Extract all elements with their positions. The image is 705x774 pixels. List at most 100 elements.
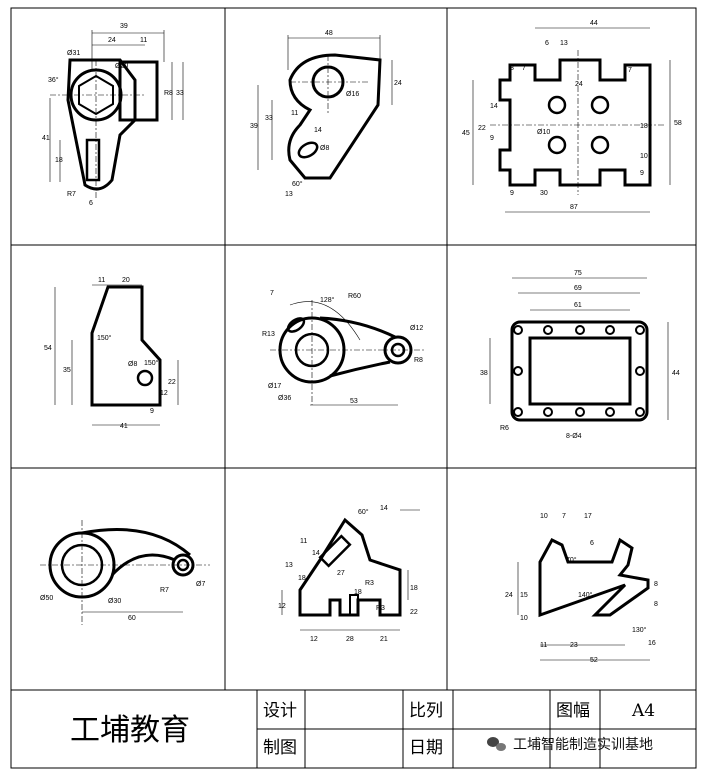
dim-label: 18	[354, 589, 362, 596]
dim-label: 12	[160, 390, 168, 397]
sheet-size-value: A4	[631, 701, 655, 721]
dim-label: 75	[574, 270, 582, 277]
sheet-size-label: 图幅	[556, 701, 590, 721]
dim-label: 18	[640, 123, 648, 130]
dim-label: 54	[44, 345, 52, 352]
dim-label: 11	[300, 538, 307, 545]
dim-label: 7	[628, 67, 632, 74]
draw-label: 制图	[263, 738, 297, 758]
dim-label: 38	[480, 370, 488, 377]
part-4-dimensions: 11 20 54 35 150° Ø8 150° 22 12 9 41	[44, 277, 176, 430]
dim-label: 21	[380, 636, 388, 643]
dim-label: 24	[394, 80, 402, 87]
dim-label: 61	[574, 302, 582, 309]
dim-label: Ø20	[115, 63, 128, 70]
dim-label: 60	[128, 615, 136, 622]
dim-label: 35	[63, 367, 71, 374]
dim-label: Ø7	[196, 581, 205, 588]
dim-label: 150°	[97, 334, 112, 342]
part-drawing-4	[54, 284, 179, 426]
part-drawing-9	[517, 537, 650, 661]
dim-label: 16	[648, 640, 656, 647]
scale-label: 比列	[409, 701, 443, 721]
dim-label: Ø31	[67, 50, 80, 57]
dim-label: 10	[640, 153, 648, 160]
dim-label: 22	[410, 609, 418, 616]
dim-label: 9	[510, 190, 514, 197]
dim-label: Ø8	[128, 361, 137, 368]
part-drawing-8	[281, 509, 420, 631]
dim-label: Ø30	[108, 598, 121, 605]
dim-label: 130°	[632, 626, 647, 634]
part-drawing-1	[49, 30, 184, 200]
dim-label: 60°	[292, 180, 303, 188]
dim-label: 8	[654, 601, 658, 608]
dim-label: 39	[250, 123, 258, 130]
dim-label: 140°	[578, 591, 593, 599]
dim-label: 70°	[566, 556, 577, 564]
dim-label: Ø10	[537, 129, 550, 136]
part-5-dimensions: 7 128° R60 R13 Ø12 R8 Ø17 Ø36 53	[262, 290, 423, 405]
dim-label: 7	[522, 65, 526, 72]
dim-label: 33	[176, 90, 184, 97]
dim-label: 30	[540, 190, 548, 197]
wechat-icon	[487, 737, 506, 751]
dim-label: 9	[490, 135, 494, 142]
part-drawing-5	[270, 300, 425, 406]
dim-label: R8	[414, 357, 423, 364]
part-7-dimensions: Ø50 Ø30 R7 Ø7 60	[40, 581, 205, 622]
dim-label: 39	[120, 23, 128, 30]
dim-label: Ø12	[410, 325, 423, 332]
dim-label: R13	[262, 331, 275, 338]
dim-label: 53	[350, 398, 358, 405]
dim-label: 44	[672, 370, 680, 377]
dim-label: 58	[674, 120, 682, 127]
part-6-dimensions: 75 69 61 38 44 R6 8-Ø4	[480, 270, 680, 440]
dim-label: 10	[540, 513, 548, 520]
dim-label: 128°	[320, 296, 335, 304]
part-1-dimensions: 39 24 11 Ø31 36° Ø20 33 R8 41 18 R7 6	[42, 23, 184, 207]
dim-label: 41	[42, 135, 50, 142]
dim-label: 12	[310, 636, 318, 643]
dim-label: Ø16	[346, 91, 359, 98]
company-name: 工埔教育	[70, 713, 190, 748]
dim-label: 36°	[48, 76, 59, 84]
dim-label: 13	[285, 191, 293, 198]
dim-label: 14	[380, 505, 388, 512]
grid-frame	[10, 7, 697, 769]
dim-label: 11	[291, 110, 298, 117]
dim-label: 17	[584, 513, 592, 520]
dim-label: 8	[654, 581, 658, 588]
dim-label: 52	[590, 657, 598, 664]
dim-label: 10	[520, 615, 528, 622]
dim-label: 24	[505, 592, 513, 599]
dim-label: 13	[560, 40, 568, 47]
dim-label: Ø17	[268, 383, 281, 390]
dim-label: 24	[575, 81, 583, 88]
dim-label: 14	[314, 127, 322, 134]
dim-label: 8-Ø4	[566, 433, 582, 440]
design-label: 设计	[263, 701, 297, 721]
dim-label: Ø50	[40, 595, 53, 602]
dim-label: R7	[160, 587, 169, 594]
dim-label: 69	[574, 285, 582, 292]
dim-label: 11	[140, 37, 147, 44]
dim-label: 28	[346, 636, 354, 643]
dim-label: 13	[285, 562, 293, 569]
dim-label: 6	[590, 540, 594, 547]
dim-label: R8	[164, 90, 173, 97]
dim-label: Ø8	[320, 145, 329, 152]
dim-label: R60	[348, 293, 361, 300]
dim-label: 18	[298, 575, 306, 582]
dim-label: R3	[365, 580, 374, 587]
watermark-text: 工埔智能制造实训基地	[513, 736, 653, 753]
dim-label: 11	[98, 277, 105, 284]
dim-label: 7	[270, 290, 274, 297]
dim-label: 15	[520, 592, 528, 599]
part-2-dimensions: 48 24 Ø16 33 39 11 14 Ø8 60° 13	[250, 30, 402, 198]
dim-label: 11	[540, 642, 547, 649]
dim-label: 12	[278, 603, 286, 610]
dim-label: 8	[510, 65, 514, 72]
part-drawing-6	[489, 277, 669, 422]
